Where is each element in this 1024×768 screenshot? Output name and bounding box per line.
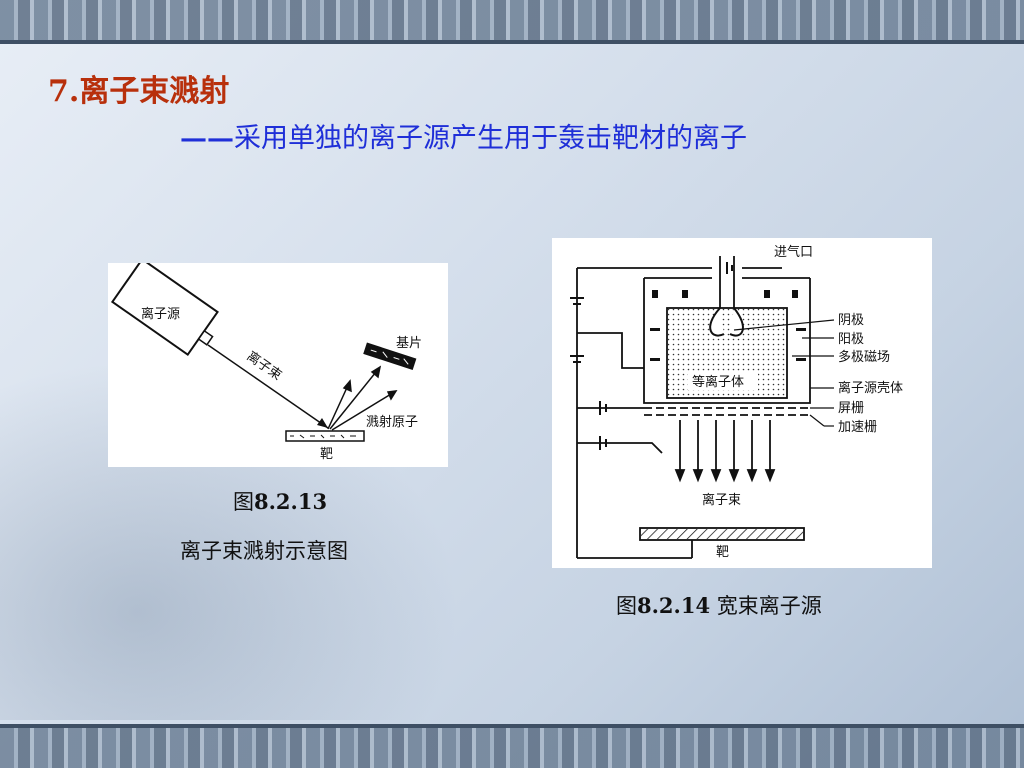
label-target: 靶 [716,545,729,560]
slide-subtitle: ——采用单独的离子源产生用于轰击靶材的离子 [180,116,747,155]
figure2-caption: 图8.2.14 宽束离子源 [616,593,822,618]
top-border-line [0,40,1024,44]
label-multipole-field: 多极磁场 [838,349,890,365]
label-plasma: 等离子体 [692,374,744,390]
source-shell [643,278,811,404]
plasma-chamber [666,307,788,399]
label-gas-inlet: 进气口 [774,244,813,260]
power-supplies [570,262,733,450]
figure-ion-beam-sputtering: 离子源 离子束 靶 基片 溅射原子 [108,257,448,467]
substrate-block [363,342,417,370]
label-sputtered-atoms: 溅射原子 [366,414,418,430]
figure-broad-beam-ion-source: 进气口 阴极 阳极 多极磁场 离子源壳体 屏栅 加速栅 等离子体 离子束 靶 [552,238,932,568]
label-screen-grid: 屏栅 [838,401,864,416]
bottom-decorative-border [0,728,1024,768]
plasma-label-bg [688,372,758,390]
label-ion-source: 离子源 [141,306,180,322]
figure1-caption-text: 离子束溅射示意图 [180,539,348,563]
label-ion-beam: 离子束 [244,348,285,383]
subtitle-dash: —— [180,123,234,154]
label-cathode: 阴极 [838,313,864,328]
slide-title: 7.离子束溅射 [48,74,230,109]
ion-source-box [110,257,219,357]
multipole-magnets [650,290,806,361]
label-anode: 阳极 [838,332,864,347]
label-target: 靶 [320,447,333,462]
ion-beam-arrowhead [317,418,328,428]
target-hatch [641,529,803,539]
ion-beam-line [207,344,329,429]
leader-lines [733,319,835,427]
figure1-diagram: 离子源 离子束 靶 基片 溅射原子 [110,257,422,462]
bottom-border-line [0,724,1024,728]
cathode-filament [709,307,744,337]
ion-beam-arrows [674,420,776,483]
label-ion-beam: 离子束 [702,492,741,508]
label-source-shell: 离子源壳体 [838,380,903,396]
target-block [285,430,365,442]
top-decorative-border [0,0,1024,40]
sputtered-atom-rays [327,365,398,431]
subtitle-text: 采用单独的离子源产生用于轰击靶材的离子 [234,123,747,154]
label-substrate: 基片 [396,336,422,351]
label-accel-grid: 加速栅 [838,420,877,435]
figure1-caption-number: 图8.2.13 [233,489,328,514]
figure2-diagram: 进气口 阴极 阳极 多极磁场 离子源壳体 屏栅 加速栅 等离子体 离子束 靶 [570,244,903,560]
